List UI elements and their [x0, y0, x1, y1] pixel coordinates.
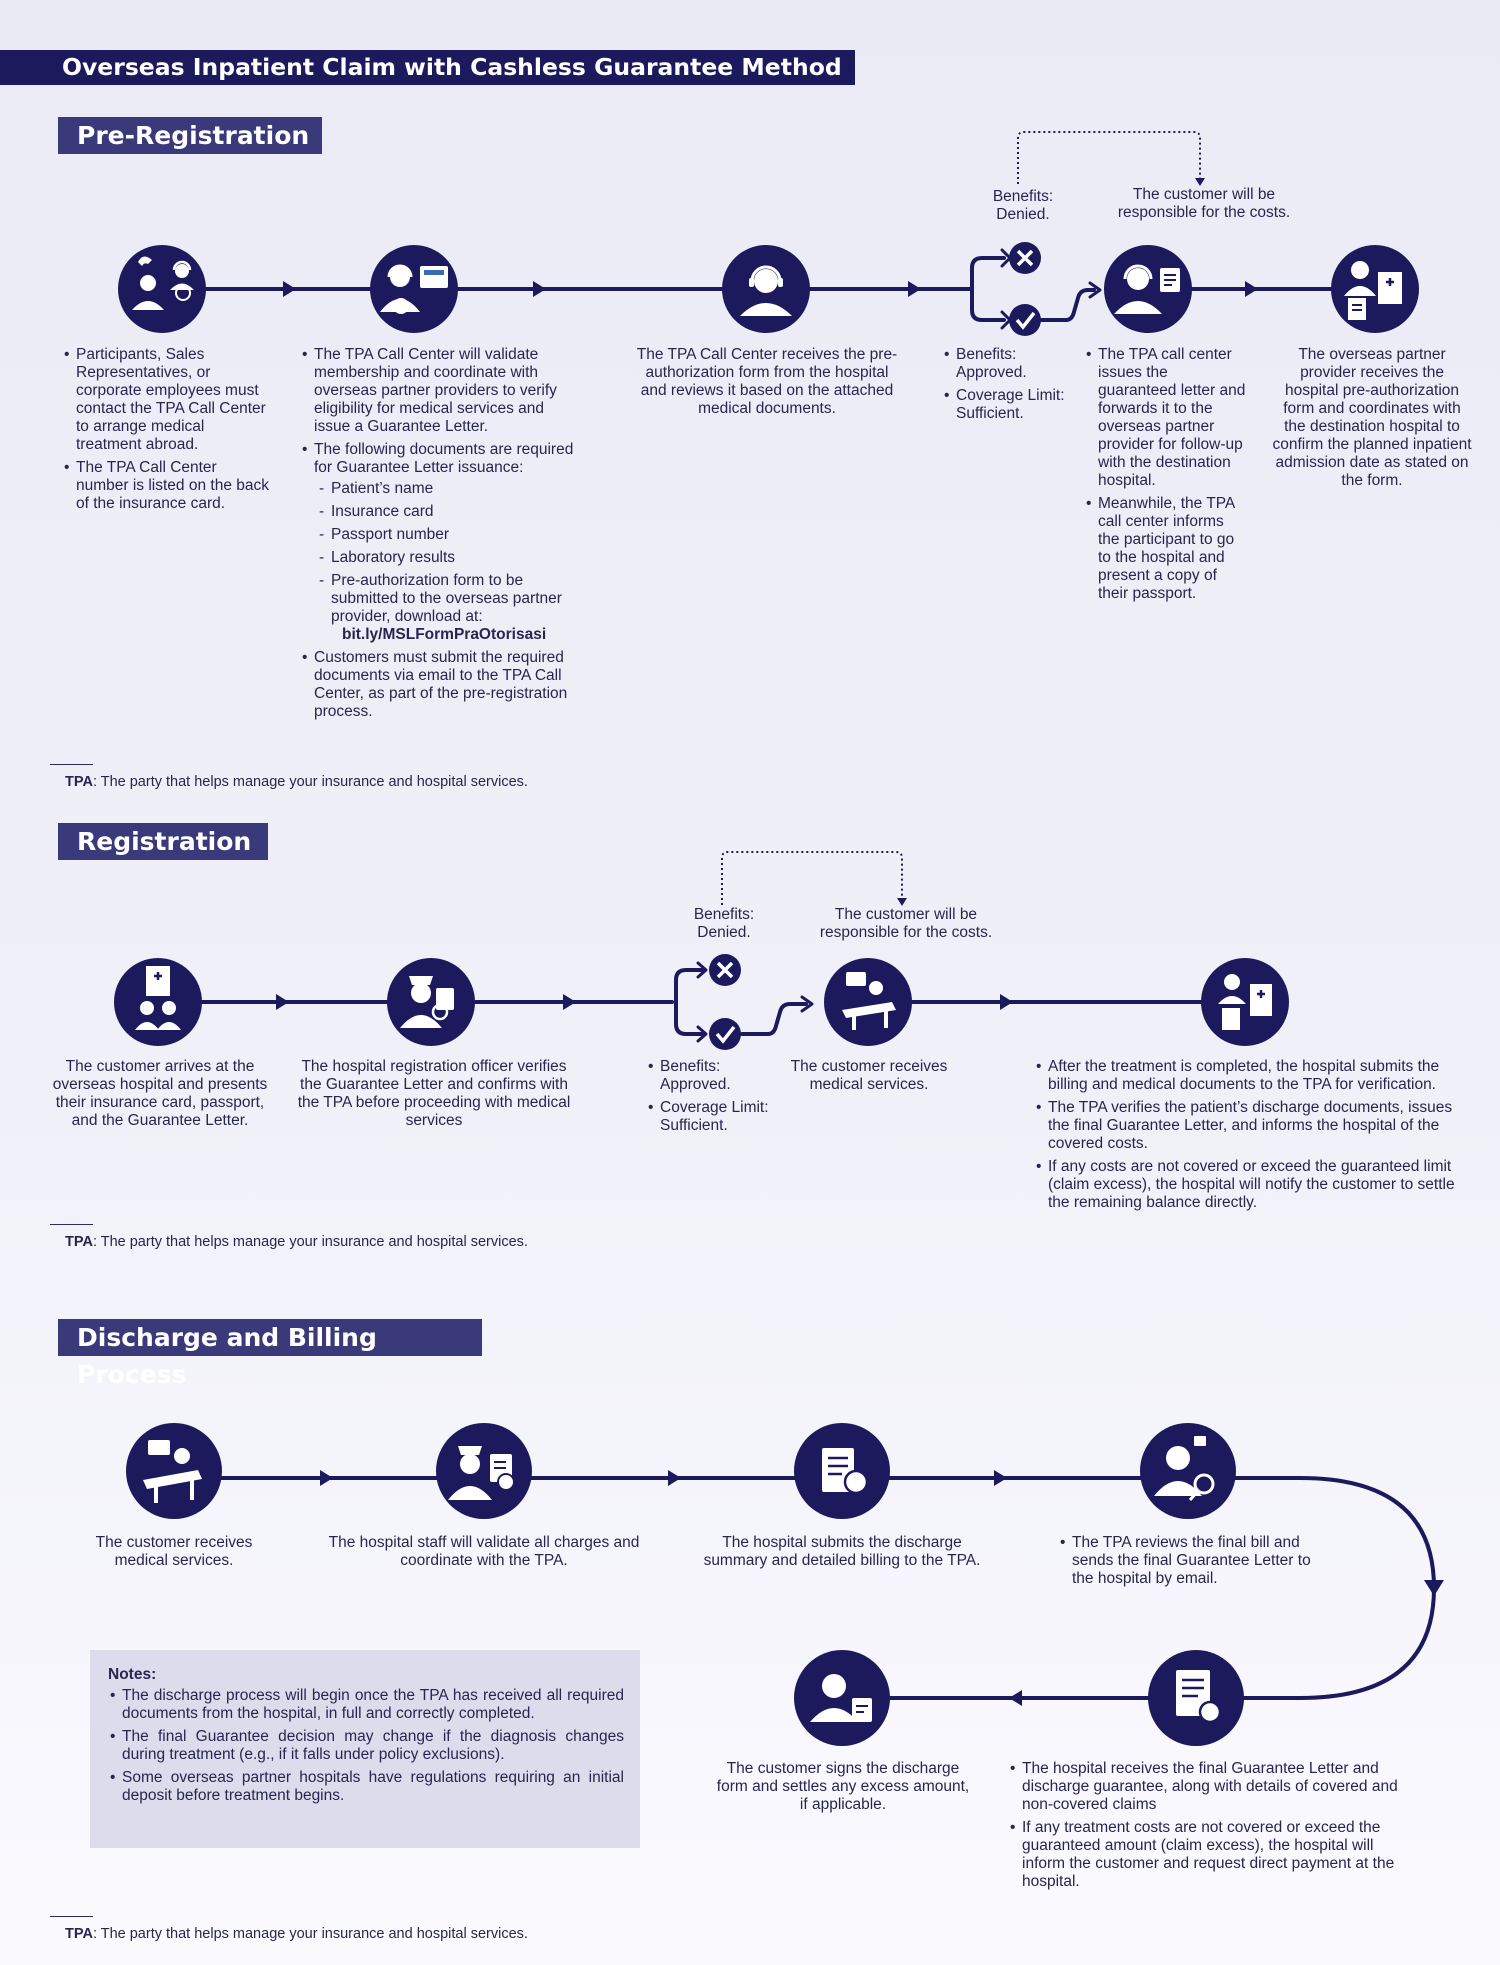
document-item: Pre-authorization form to be submitted t… [319, 572, 582, 644]
partner-hospital-icon [1344, 261, 1402, 320]
form-download-link[interactable]: bit.ly/MSLFormPraOtorisasi [342, 626, 547, 643]
pre-step-5-node [1331, 245, 1419, 333]
reg-step-4-node [1201, 958, 1289, 1046]
pre-denied-outcome: The customer will be responsible for the… [1117, 186, 1291, 221]
billing-summary-icon [822, 1448, 869, 1495]
guarantee-document-icon [1176, 1670, 1222, 1724]
dis-step-6-text: The customer signs the discharge form an… [716, 1760, 970, 1813]
reg-denied-outcome: The customer will be responsible for the… [819, 906, 993, 941]
pre-step-4-text: The TPA call center issues the guarantee… [1084, 346, 1246, 608]
reg-approved-mark [709, 1018, 741, 1050]
page-title: Overseas Inpatient Claim with Cashless G… [0, 50, 855, 85]
notes-box: Notes: The discharge process will begin … [90, 1650, 640, 1848]
pre-step-3-text: The TPA Call Center receives the pre-aut… [636, 346, 898, 417]
notes-heading: Notes: [108, 1666, 157, 1683]
registration-officer-icon [400, 976, 454, 1028]
list-item: Coverage Limit: Sufficient. [648, 1099, 776, 1135]
list-item: The discharge process will begin once th… [110, 1687, 624, 1723]
agent-letter-icon [1114, 264, 1180, 314]
footnote-divider [50, 1916, 93, 1917]
dis-step-1-text: The customer receives medical services. [95, 1534, 253, 1569]
pre-step-3-node [722, 245, 810, 333]
nurse-invoice-icon [448, 1446, 515, 1500]
document-item: Insurance card [319, 503, 582, 521]
document-list: Patient’s name Insurance card Passport n… [314, 480, 582, 644]
list-item: The following documents are required for… [302, 441, 582, 644]
list-item: The hospital receives the final Guarante… [1010, 1760, 1400, 1814]
dis-step-4-node [1140, 1423, 1236, 1519]
reg-denied-label: Benefits: Denied. [693, 906, 755, 941]
section-heading-pre-registration: Pre-Registration [58, 117, 322, 154]
document-item: Patient’s name [319, 480, 582, 498]
pre-step-1-node [118, 245, 206, 333]
pre-denied-label: Benefits: Denied. [992, 188, 1054, 223]
footnote: TPA: The party that helps manage your in… [65, 1926, 528, 1942]
document-item: Laboratory results [319, 549, 582, 567]
reg-step-1-text: The customer arrives at the overseas hos… [52, 1058, 268, 1129]
hospital-billing-icon [1218, 974, 1272, 1030]
headset-agent-icon [740, 265, 792, 316]
dis-step-3-text: The hospital submits the discharge summa… [703, 1534, 981, 1569]
medical-service-icon [842, 972, 896, 1030]
dis-step-2-text: The hospital staff will validate all cha… [328, 1534, 640, 1569]
pre-approved-text: Benefits: Approved. Coverage Limit: Suff… [942, 346, 1072, 428]
call-center-contact-icon [132, 256, 194, 310]
section-heading-discharge: Discharge and Billing Process [58, 1319, 482, 1389]
agent-id-card-icon [380, 264, 448, 314]
section-heading-registration: Registration [58, 823, 268, 860]
list-item: Benefits: Approved. [944, 346, 1072, 382]
list-item: The TPA verifies the patient’s discharge… [1036, 1099, 1464, 1153]
reg-approved-text: Benefits: Approved. Coverage Limit: Suff… [646, 1058, 776, 1140]
list-item: Meanwhile, the TPA call center informs t… [1086, 495, 1246, 603]
list-item: The TPA Call Center will validate member… [302, 346, 582, 436]
list-item: Customers must submit the required docum… [302, 649, 582, 721]
list-item: The TPA call center issues the guarantee… [1086, 346, 1246, 490]
document-item: Passport number [319, 526, 582, 544]
reg-step-3-node [824, 958, 912, 1046]
list-item: Some overseas partner hospitals have reg… [110, 1769, 624, 1805]
dis-step-5-node [1148, 1650, 1244, 1746]
list-item: Benefits: Approved. [648, 1058, 776, 1094]
customer-sign-icon [810, 1674, 872, 1722]
list-item: The TPA reviews the final bill and sends… [1060, 1534, 1328, 1588]
dis-step-4-text: The TPA reviews the final bill and sends… [1058, 1534, 1328, 1593]
pre-approved-mark [1009, 304, 1041, 336]
footnote-divider [50, 1224, 93, 1225]
pre-step-5-text: The overseas partner provider receives t… [1272, 346, 1472, 489]
list-item: If any costs are not covered or exceed t… [1036, 1158, 1464, 1212]
footnote: TPA: The party that helps manage your in… [65, 1234, 528, 1250]
dis-step-6-node [794, 1650, 890, 1746]
pre-step-2-node [370, 245, 458, 333]
list-item: Coverage Limit: Sufficient. [944, 387, 1072, 423]
reg-step-2-node [387, 958, 475, 1046]
medical-service-icon [143, 1440, 202, 1503]
dis-step-5-text: The hospital receives the final Guarante… [1008, 1760, 1400, 1896]
list-item: The TPA Call Center number is listed on … [64, 459, 272, 513]
tpa-review-icon [1154, 1436, 1215, 1501]
reg-step-2-text: The hospital registration officer verifi… [297, 1058, 571, 1129]
hospital-arrival-icon [135, 966, 181, 1030]
footnote: TPA: The party that helps manage your in… [65, 774, 528, 790]
dis-step-3-node [794, 1423, 890, 1519]
pre-denied-mark [1009, 242, 1041, 274]
dis-step-2-node [436, 1423, 532, 1519]
list-item: The final Guarantee decision may change … [110, 1728, 624, 1764]
reg-denied-mark [709, 954, 741, 986]
list-item: If any treatment costs are not covered o… [1010, 1819, 1400, 1891]
pre-step-4-node [1104, 245, 1192, 333]
dis-step-1-node [126, 1423, 222, 1519]
footnote-divider [50, 764, 93, 765]
list-item: After the treatment is completed, the ho… [1036, 1058, 1464, 1094]
list-item: Participants, Sales Representatives, or … [64, 346, 272, 454]
reg-step-3-text: The customer receives medical services. [790, 1058, 948, 1093]
reg-step-1-node [114, 958, 202, 1046]
pre-step-2-text: The TPA Call Center will validate member… [300, 346, 582, 726]
reg-step-4-text: After the treatment is completed, the ho… [1034, 1058, 1464, 1217]
pre-step-1-text: Participants, Sales Representatives, or … [62, 346, 272, 518]
